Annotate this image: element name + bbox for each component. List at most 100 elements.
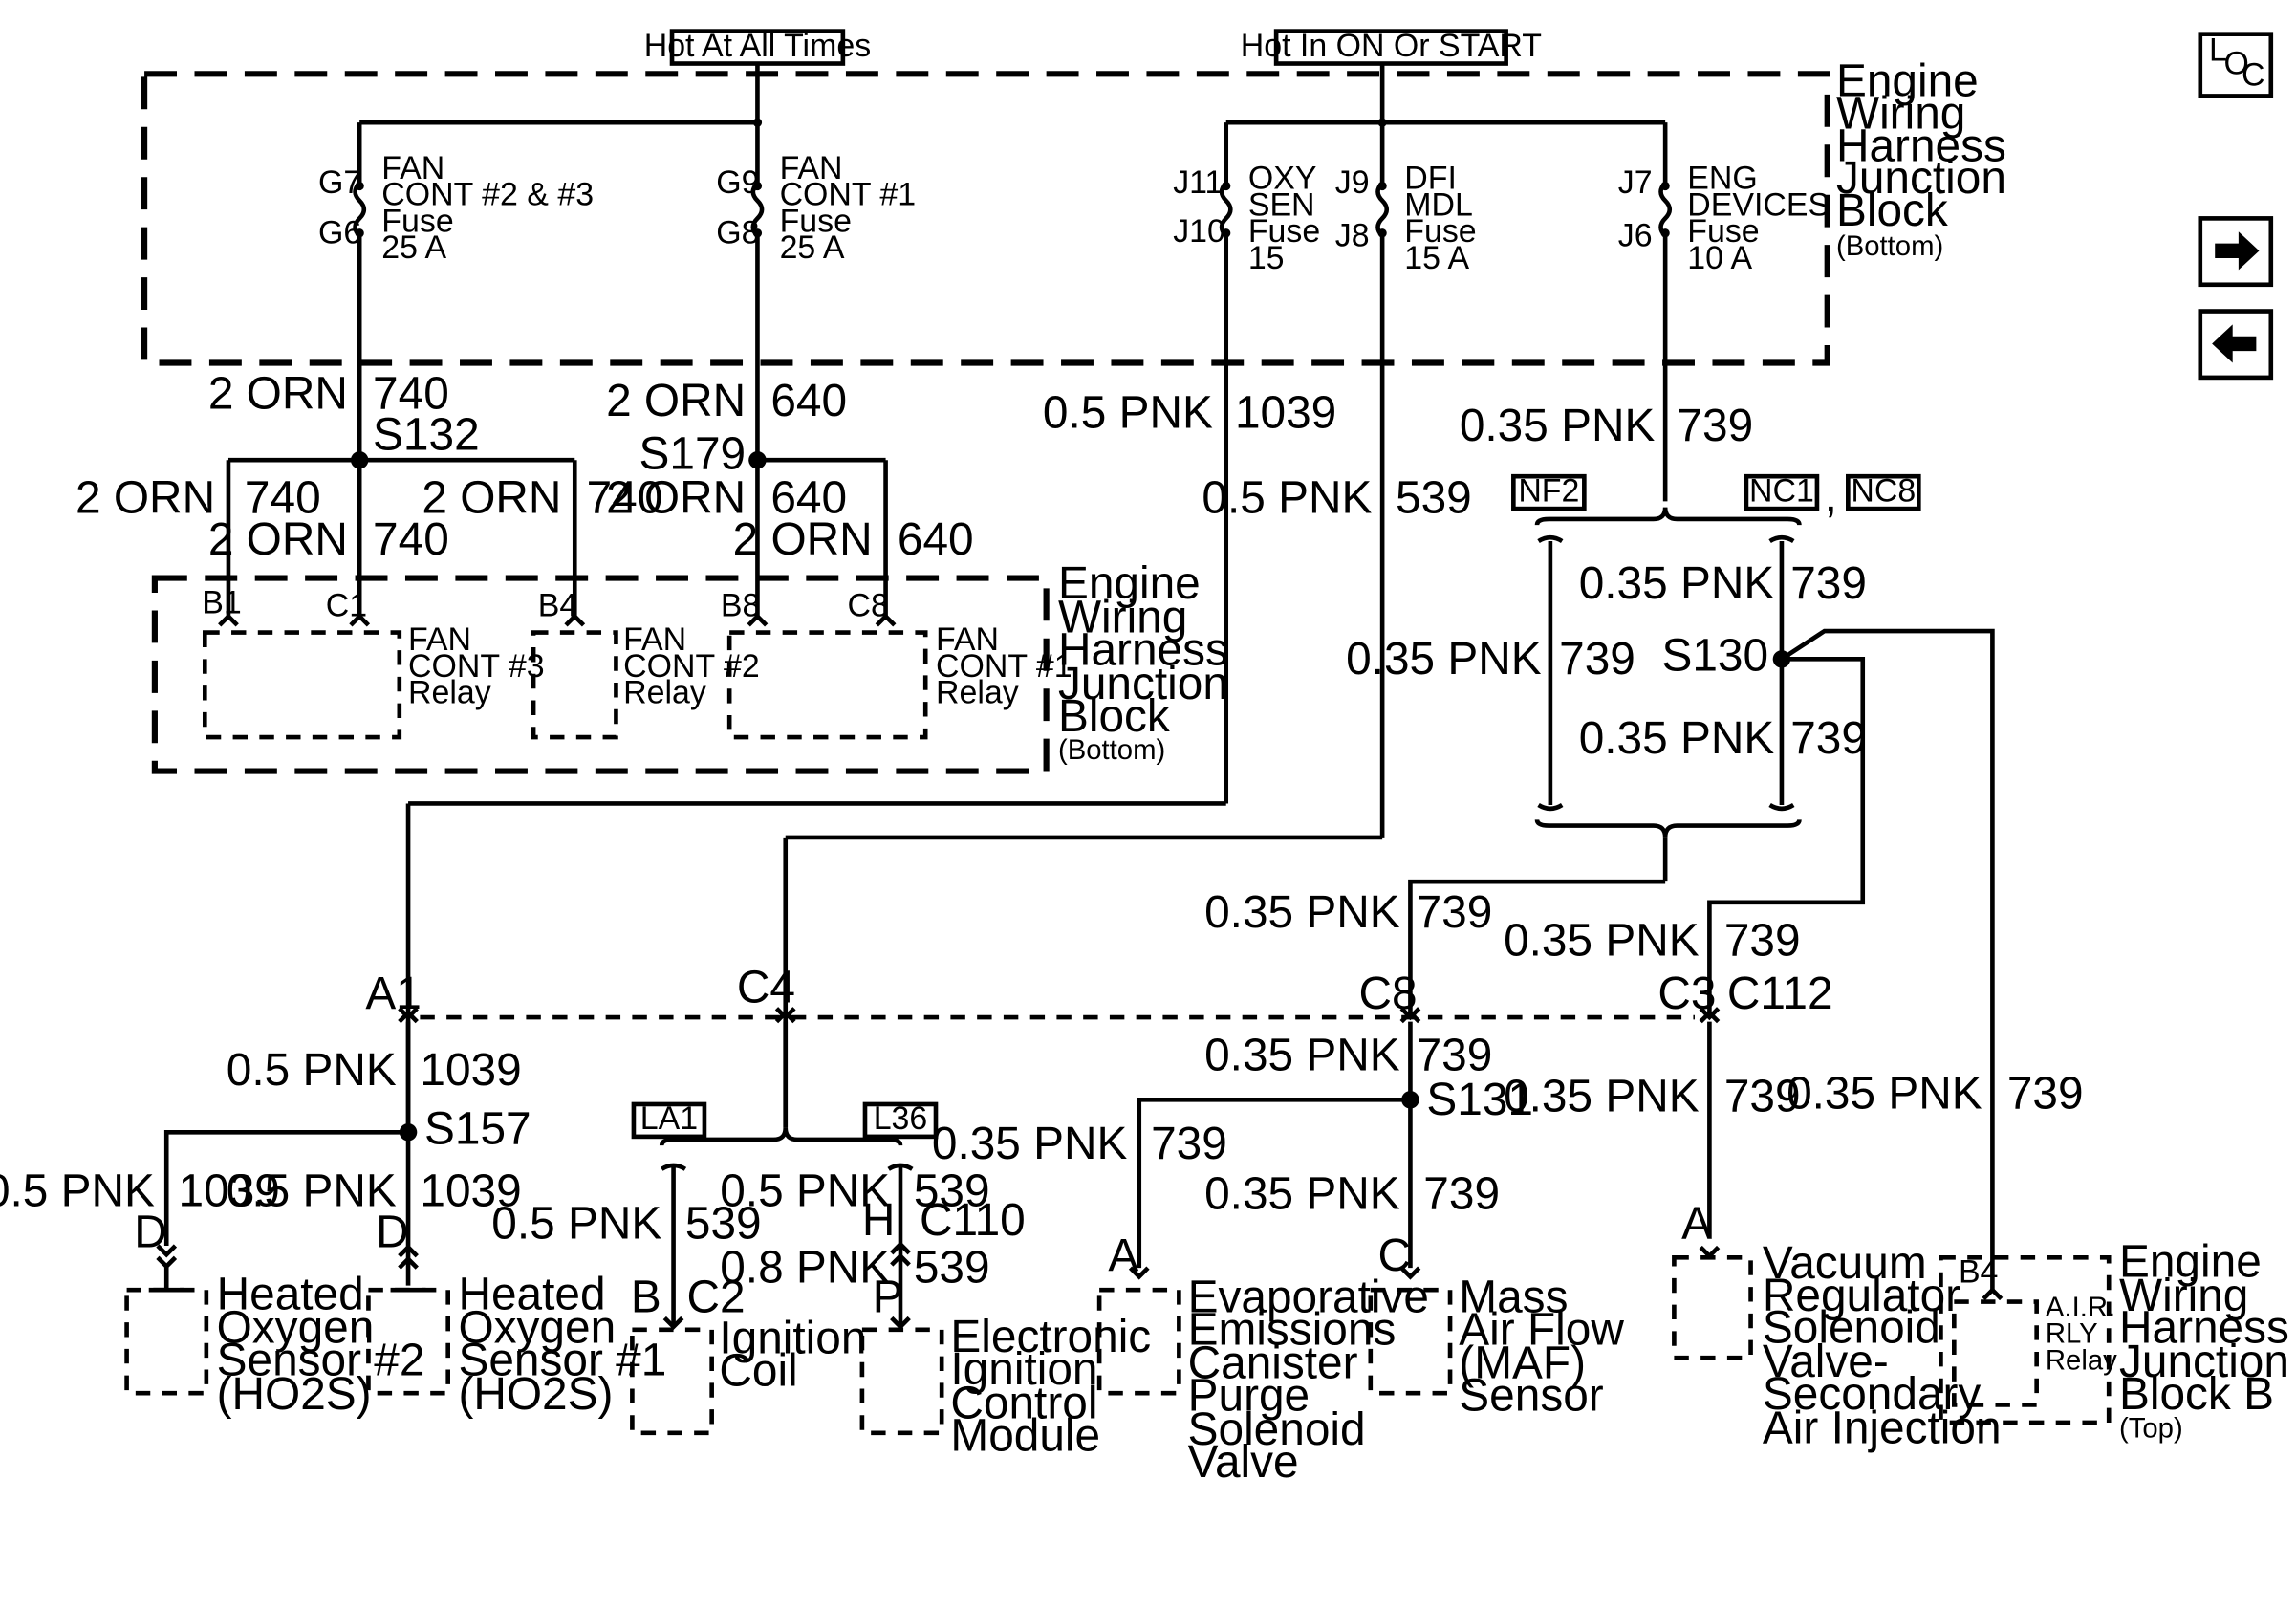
junction-blocks-top-0-text: Engine [1836,55,1979,106]
wire-739-to-c8 [1408,879,1666,1018]
junction-block-top-label: Engine Wiring Harness Junction Block (Bo… [1836,55,2006,262]
splice-dot [1222,181,1231,191]
components-vac-lines-1-text: Regulator [1763,1271,1960,1321]
components-coil-lines-0-text: Ignition [719,1314,866,1364]
components-vac-lines-5-text: Air Injection [1763,1403,2002,1454]
wires-w539-top-1-text: 539 [1396,473,1472,524]
components-ho2s1-lines-3-text: (HO2S) [458,1369,613,1420]
fuses-1-pin-in-text: G9 [716,164,759,201]
wire-label-539-top: 0.5 PNK 539 [1202,473,1471,524]
relays-0-lines-1-text: CONT #3 [408,648,545,685]
arrow-right-icon [2215,231,2260,271]
splice-dot [752,228,763,238]
s130-branches [1707,628,1995,1291]
relays-0-lines-0-text: FAN [408,621,471,658]
evap-purge-solenoid: A Evaporative Emissions Canister Purge S… [1096,1230,1429,1488]
wire-segment [1780,628,1995,1291]
wires-w739-evap-1-text: 739 [1151,1119,1227,1169]
components-coil-pin-text: B [631,1272,661,1322]
fuses-0-lines-2-text: Fuse [381,203,453,239]
fuse-dfi-mdl: J9 J8 DFI MDL Fuse 15 A [1335,122,1477,276]
wire-symbol [1534,819,1802,838]
connectors-c112-c4-text: C4 [737,963,795,1013]
component-outline [1939,1254,2112,1425]
component-outline [862,1101,939,1140]
fuses-3-lines-2-text: Fuse [1404,213,1476,250]
wire-1039-lower [163,1021,411,1286]
relays-2-lines-2-text: Relay [936,675,1019,711]
wire-label-539-h: 0.5 PNK 539 [720,1165,989,1216]
air-relay-junction-block-b: B4 A.I.R. RLY Relay [1939,1254,2117,1425]
relays-0-lines-2-text: Relay [408,675,491,711]
connector-la1: LA1 [631,1100,707,1140]
splice-s179: S179 [639,428,767,479]
fuses-4-pin-out-text: J6 [1618,218,1653,254]
connector-nc8: NC8 [1846,472,1921,511]
previous-page-button[interactable] [2198,309,2274,381]
next-page-button[interactable] [2198,216,2274,288]
relays-0-pin-a-text: B1 [202,585,241,621]
component-outline [366,1287,450,1396]
components-coil-conn-text: C2 [686,1272,745,1322]
components-vac-lines-4-text: Secondary [1763,1369,1982,1420]
arrow-left-icon [2212,324,2257,363]
wire-label-740-b4: 2 ORN 740 [422,473,662,524]
components-ho2s2-lines-0-text: Heated [217,1269,364,1319]
components-evap-lines-0-text: Evaporative [1188,1272,1429,1322]
wires-w739-top-1-text: 739 [1677,401,1753,451]
wires-w739-evap-0-text: 0.35 PNK [932,1119,1128,1169]
wire-symbol [218,613,897,627]
wires-w640-c8-0-text: 2 ORN [733,514,873,565]
components-evap-lines-1-text: Emissions [1188,1304,1397,1355]
connectors-nf2-text: NF2 [1518,472,1579,509]
wires-w640-top-0-text: 2 ORN [606,376,746,426]
components-ho2s1-pin-text: D [376,1208,409,1258]
component-outline [2198,32,2274,98]
wires-w739-vac-1-text: 739 [1724,1072,1801,1122]
relays-1-lines-1-text: CONT #2 [623,648,760,685]
splices-s132-text: S132 [373,409,480,460]
fuses-1-lines-1-text: CONT #1 [780,177,917,213]
junction-blocks-relays-1-text: Wiring [1058,593,1187,643]
wires-w539-b-0-text: 0.5 PNK [491,1198,661,1249]
wires-w740-b1-0-text: 2 ORN [76,473,215,524]
wire-label-739-to-c3: 0.35 PNK 739 [1504,915,1800,966]
loc-button[interactable]: L O C [2198,32,2274,98]
wire-label-740-c1: 2 ORN 740 [208,514,449,565]
components-vac-lines-0-text: Vacuum [1763,1238,1927,1289]
connectors-l36-text: L36 [874,1100,928,1137]
fuses-4-lines-2-text: Fuse [1687,213,1759,250]
wires-w1039-d2-0-text: 0.5 PNK [0,1165,155,1216]
component-outline [1744,473,1820,511]
components-air-relay-lines-0-text: A.I.R. [2046,1292,2115,1323]
wires-w740-c1-1-text: 740 [373,514,449,565]
components-eicm-lines-0-text: Electronic [950,1312,1151,1362]
fuses-3-pin-out-text: J8 [1335,218,1370,254]
wires-w739-maf-0-text: 0.35 PNK [1204,1168,1400,1219]
fuse-oxy-sen: J11 J10 OXY SEN Fuse 15 [1173,122,1320,276]
wire-label-739-air: 0.35 PNK 739 [1787,1069,2083,1120]
relays-0-pin-b-text: C1 [326,588,367,624]
relay-fan-cont-3: B1 C1 FAN CONT #3 Relay [202,585,545,740]
vacuum-regulator-solenoid-valve: A Vacuum Regulator Solenoid Valve- Secon… [1672,1198,2002,1454]
wire-symbol [1128,1266,1150,1280]
fuses-0-lines-0-text: FAN [381,150,444,186]
power-source-hot-at-all-times: Hot At All Times [644,28,871,66]
components-vac-lines-3-text: Valve- [1763,1337,1889,1387]
junction-blocks-air-3-text: Junction [2119,1337,2289,1387]
junction-blocks-top-5-text: (Bottom) [1836,230,1943,262]
fuses-2-lines-3-text: 15 [1248,240,1285,276]
splice-dot [1660,181,1670,191]
splice-dot [355,228,364,238]
relays-1-lines-2-text: Relay [623,675,706,711]
splices-s157-text: S157 [424,1104,531,1155]
splices-s179-text: S179 [639,428,747,479]
components-ho2s2-lines-1-text: Oxygen [217,1303,375,1354]
component-outline [1511,473,1587,511]
fuses-3-lines-1-text: MDL [1404,186,1473,223]
wires-w1039-d2-1-text: 1039 [179,1165,280,1216]
wires-w539-h-0-text: 0.5 PNK [720,1165,890,1216]
junction-block-b-label: Engine Wiring Harness Junction Block B (… [2119,1236,2289,1444]
wire-label-1039-d2: 0.5 PNK 1039 [0,1165,280,1216]
connectors-c112-c3-text: C3 [1657,968,1716,1019]
